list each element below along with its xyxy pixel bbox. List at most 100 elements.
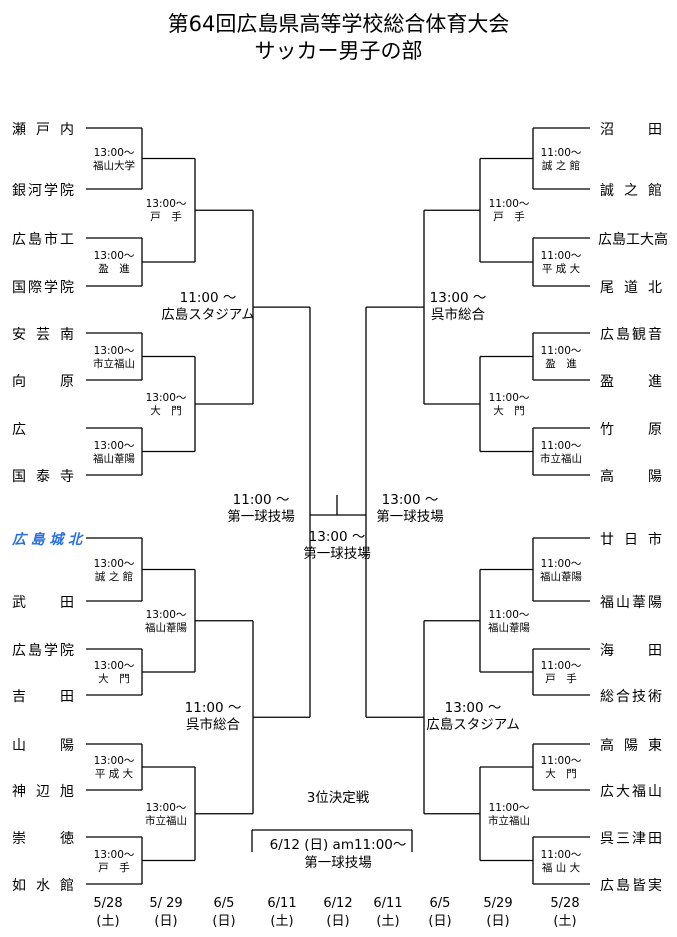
- r1-right-match-5-venue: 福山葦陽: [540, 570, 582, 583]
- team-left-14: 神辺旭: [12, 784, 74, 800]
- team-right-4: 尾道北: [600, 280, 662, 296]
- r1-right-match-4-venue: 市立福山: [540, 452, 582, 465]
- r2-right-match-2-time: 11:00〜: [488, 392, 530, 404]
- team-right-2: 誠之館: [600, 183, 662, 199]
- round-date-2-weekday: (日): [154, 914, 178, 929]
- semifinal-right: 13:00 〜第一球技場: [360, 492, 460, 526]
- r1-right-match-7-time: 11:00〜: [540, 755, 582, 767]
- round-date-6-weekday: (土): [376, 914, 400, 929]
- r2-right-match-1-venue: 戸 手: [493, 211, 525, 224]
- r1-right-match-6: 11:00〜戸 手: [533, 660, 589, 686]
- round-date-5-day: 6/12: [323, 896, 353, 911]
- round-date-7-day: 6/5: [429, 896, 451, 911]
- team-left-11: 広島学院: [12, 643, 74, 659]
- r2-left-match-1: 13:00〜戸 手: [138, 198, 194, 224]
- r3-left-match-2: 11:00 〜呉市総合: [158, 700, 268, 734]
- r1-right-match-2-venue: 平 成 大: [541, 263, 581, 275]
- team-right-1: 沼 田: [600, 122, 662, 138]
- r1-right-match-6-venue: 戸 手: [545, 673, 577, 685]
- r2-left-match-2-venue: 大 門: [150, 405, 182, 417]
- r1-left-match-4-venue: 福山葦陽: [93, 452, 135, 465]
- r1-right-match-1: 11:00〜誠 之 館: [533, 147, 589, 173]
- team-left-8: 国泰寺: [12, 469, 74, 485]
- r2-right-match-2-venue: 大 門: [493, 405, 525, 417]
- r1-left-match-2: 13:00〜盈 進: [86, 250, 142, 276]
- team-left-6: 向 原: [12, 374, 74, 390]
- r1-right-match-7-venue: 大 門: [545, 768, 577, 780]
- r3-right-match-2-time: 13:00 〜: [444, 700, 502, 716]
- semifinal-left: 11:00 〜第一球技場: [211, 492, 311, 526]
- team-right-9: 廿日市: [600, 532, 662, 548]
- r1-left-match-5: 13:00〜誠 之 館: [86, 558, 142, 584]
- r2-left-match-4: 13:00〜市立福山: [138, 802, 194, 828]
- round-date-8-day: 5/29: [483, 896, 513, 911]
- semifinal-left-venue: 第一球技場: [227, 509, 295, 525]
- team-left-2: 銀河学院: [12, 183, 74, 199]
- r2-left-match-2: 13:00〜大 門: [138, 392, 194, 418]
- team-right-5: 広島観音: [600, 327, 662, 343]
- r2-left-match-3-venue: 福山葦陽: [145, 621, 187, 634]
- r2-left-match-1-time: 13:00〜: [145, 198, 187, 211]
- r3-right-match-1-time: 13:00 〜: [429, 290, 487, 306]
- team-left-7: 広: [12, 422, 26, 438]
- r3-right-match-2: 13:00 〜広島スタジアム: [408, 700, 538, 734]
- team-right-10: 福山葦陽: [600, 595, 662, 611]
- r1-left-match-2-time: 13:00〜: [93, 250, 135, 262]
- r2-left-match-3-time: 13:00〜: [145, 608, 187, 621]
- r2-right-match-3-time: 11:00〜: [488, 608, 530, 621]
- r1-right-match-1-time: 11:00〜: [540, 146, 582, 159]
- round-date-3-day: 6/5: [213, 896, 235, 911]
- team-left-12: 吉 田: [12, 689, 74, 705]
- r1-left-match-4: 13:00〜福山葦陽: [86, 440, 142, 466]
- round-date-4-day: 6/11: [267, 896, 297, 911]
- team-left-16: 如水館: [12, 878, 74, 894]
- r1-right-match-3-time: 11:00〜: [540, 344, 582, 357]
- final-match-venue: 第一球技場: [303, 546, 371, 562]
- tournament-subtitle: サッカー男子の部: [254, 39, 423, 63]
- r1-right-match-2-time: 11:00〜: [540, 250, 582, 262]
- r2-left-match-3: 13:00〜福山葦陽: [138, 609, 194, 635]
- r1-right-match-3-venue: 盈 進: [545, 357, 577, 370]
- team-left-5: 安芸南: [12, 327, 74, 343]
- r3-right-match-2-venue: 広島スタジアム: [426, 717, 520, 733]
- r1-right-match-2: 11:00〜平 成 大: [533, 250, 589, 276]
- r1-left-match-1: 13:00〜福山大学: [86, 147, 142, 173]
- r1-right-match-8: 11:00〜福 山 大: [533, 849, 589, 875]
- r2-left-match-4-time: 13:00〜: [145, 801, 187, 814]
- round-date-1-day: 5/28: [93, 896, 123, 911]
- r1-left-match-8-time: 13:00〜: [93, 848, 135, 861]
- r1-right-match-5: 11:00〜福山葦陽: [533, 558, 589, 584]
- team-right-15: 呉三津田: [600, 831, 662, 847]
- semifinal-left-time: 11:00 〜: [232, 492, 290, 508]
- r1-left-match-4-time: 13:00〜: [93, 439, 135, 452]
- r1-right-match-6-time: 11:00〜: [540, 660, 582, 672]
- final-match-time: 13:00 〜: [308, 529, 366, 545]
- round-date-5-weekday: (日): [326, 914, 350, 929]
- r1-left-match-2-venue: 盈 進: [98, 263, 130, 275]
- tournament-title: 第64回広島県高等学校総合体育大会: [167, 12, 510, 36]
- semifinal-right-venue: 第一球技場: [376, 509, 444, 525]
- r2-right-match-3-venue: 福山葦陽: [488, 621, 530, 634]
- r1-left-match-7: 13:00〜平 成 大: [86, 755, 142, 781]
- r1-left-match-5-time: 13:00〜: [93, 557, 135, 570]
- team-right-16: 広島皆実: [600, 878, 662, 894]
- r2-right-match-4-venue: 市立福山: [488, 814, 530, 827]
- r3-left-match-2-venue: 呉市総合: [186, 717, 240, 733]
- round-date-4-weekday: (土): [270, 914, 294, 929]
- team-left-9: 広島城北: [12, 532, 82, 548]
- r1-right-match-8-time: 11:00〜: [540, 848, 582, 861]
- team-right-13: 高陽東: [600, 738, 662, 754]
- r1-right-match-1-venue: 誠 之 館: [541, 159, 581, 172]
- team-left-15: 崇 徳: [12, 831, 74, 847]
- team-right-11: 海 田: [600, 643, 662, 659]
- team-right-7: 竹 原: [600, 422, 662, 438]
- r1-left-match-1-time: 13:00〜: [93, 146, 135, 159]
- third-place-date: 6/12 (日) am11:00〜: [269, 837, 407, 853]
- r3-left-match-1-time: 11:00 〜: [179, 290, 237, 306]
- r2-right-match-1: 11:00〜戸 手: [481, 198, 537, 224]
- r1-right-match-4: 11:00〜市立福山: [533, 440, 589, 466]
- round-date-1-weekday: (土): [96, 914, 120, 929]
- round-date-7-weekday: (日): [428, 914, 452, 929]
- r1-left-match-8-venue: 戸 手: [98, 861, 130, 874]
